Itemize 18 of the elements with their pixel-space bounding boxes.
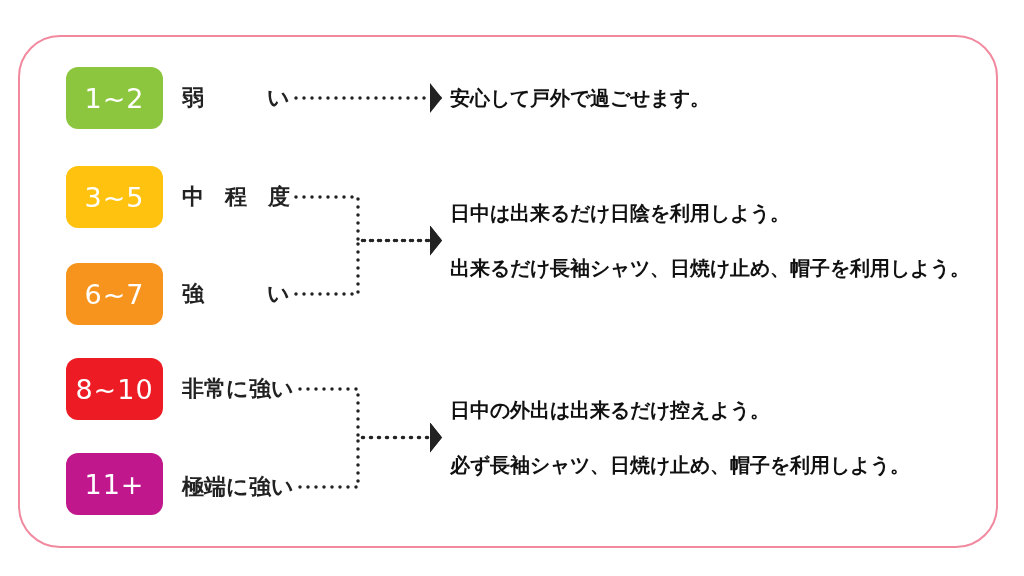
uv-index-badge: 8~10 [66,358,163,420]
uv-index-badge: 1~2 [66,67,163,129]
advice-text: 日中は出来るだけ日陰を利用しよう。 [450,200,791,227]
level-label: 弱い [182,83,290,113]
advice-text: 出来るだけ長袖シャツ、日焼け止め、帽子を利用しよう。 [450,255,970,282]
dotted-arrow [294,225,444,296]
advice-text: 安心して戸外で過ごせます。 [450,85,710,112]
advice-text: 日中の外出は出来るだけ控えよう。 [450,397,771,424]
level-label: 中程度 [182,182,290,212]
level-label: 非常に強い [182,374,294,404]
dotted-arrow [298,422,444,489]
level-label: 極端に強い [182,472,294,502]
advice-text: 必ず長袖シャツ、日焼け止め、帽子を利用しよう。 [450,452,910,479]
uv-index-badge: 6~7 [66,263,163,325]
dotted-arrow [294,83,444,113]
uv-index-badge: 3~5 [66,166,163,228]
level-label: 強い [182,279,290,309]
uv-index-badge: 11+ [66,453,163,515]
